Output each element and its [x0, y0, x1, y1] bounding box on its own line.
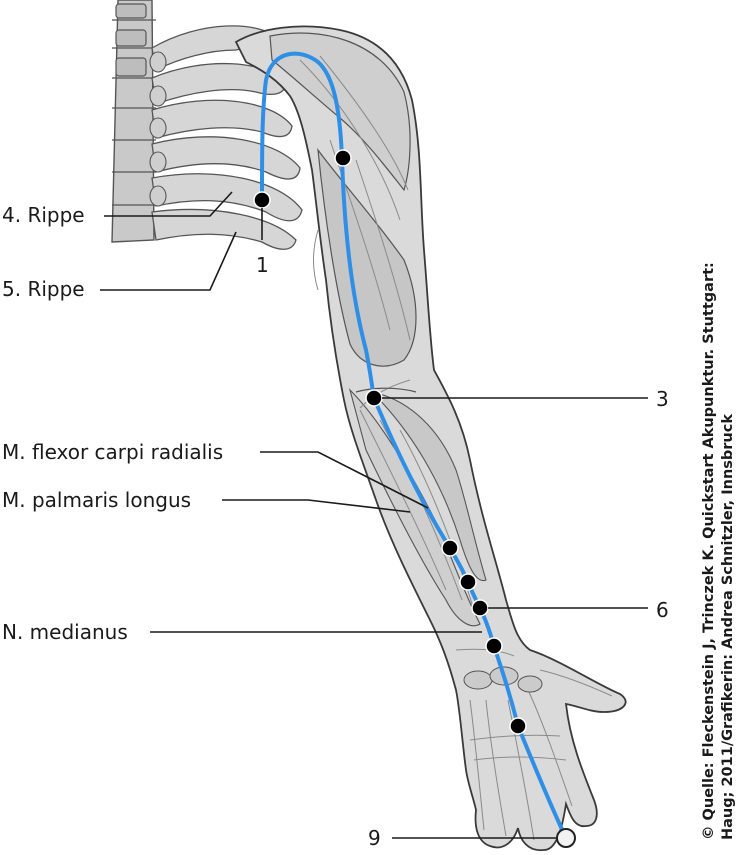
point-4 — [441, 539, 459, 557]
point-9 — [556, 828, 576, 848]
credit-line-1: © Quelle: Fleckenstein J, Trinczek K. Qu… — [701, 262, 717, 840]
meridian-line — [260, 51, 568, 840]
label-flexor-carpi-radialis: M. flexor carpi radialis — [2, 440, 223, 464]
point-number-1: 1 — [256, 253, 269, 277]
point-8 — [509, 717, 527, 735]
leader-lines — [100, 191, 648, 839]
label-rib-4: 4. Rippe — [2, 203, 85, 227]
arm — [234, 25, 627, 852]
point-6 — [471, 599, 489, 617]
point-5 — [459, 573, 477, 591]
image-credit: © Quelle: Fleckenstein J, Trinczek K. Qu… — [700, 200, 738, 840]
label-n-medianus: N. medianus — [2, 620, 128, 644]
point-number-6: 6 — [656, 598, 669, 622]
point-number-3: 3 — [656, 387, 669, 411]
point-3 — [365, 389, 383, 407]
label-palmaris-longus: M. palmaris longus — [2, 488, 191, 512]
point-number-9: 9 — [368, 826, 381, 850]
acupuncture-points — [253, 149, 527, 735]
point-2 — [334, 149, 352, 167]
point-1 — [253, 191, 271, 209]
label-rib-5: 5. Rippe — [2, 277, 85, 301]
labels: 4. Rippe 5. Rippe M. flexor carpi radial… — [2, 203, 669, 850]
credit-line-2: Haug; 2011/Grafikerin: Andrea Schnitzler… — [720, 414, 736, 840]
point-7 — [485, 637, 503, 655]
